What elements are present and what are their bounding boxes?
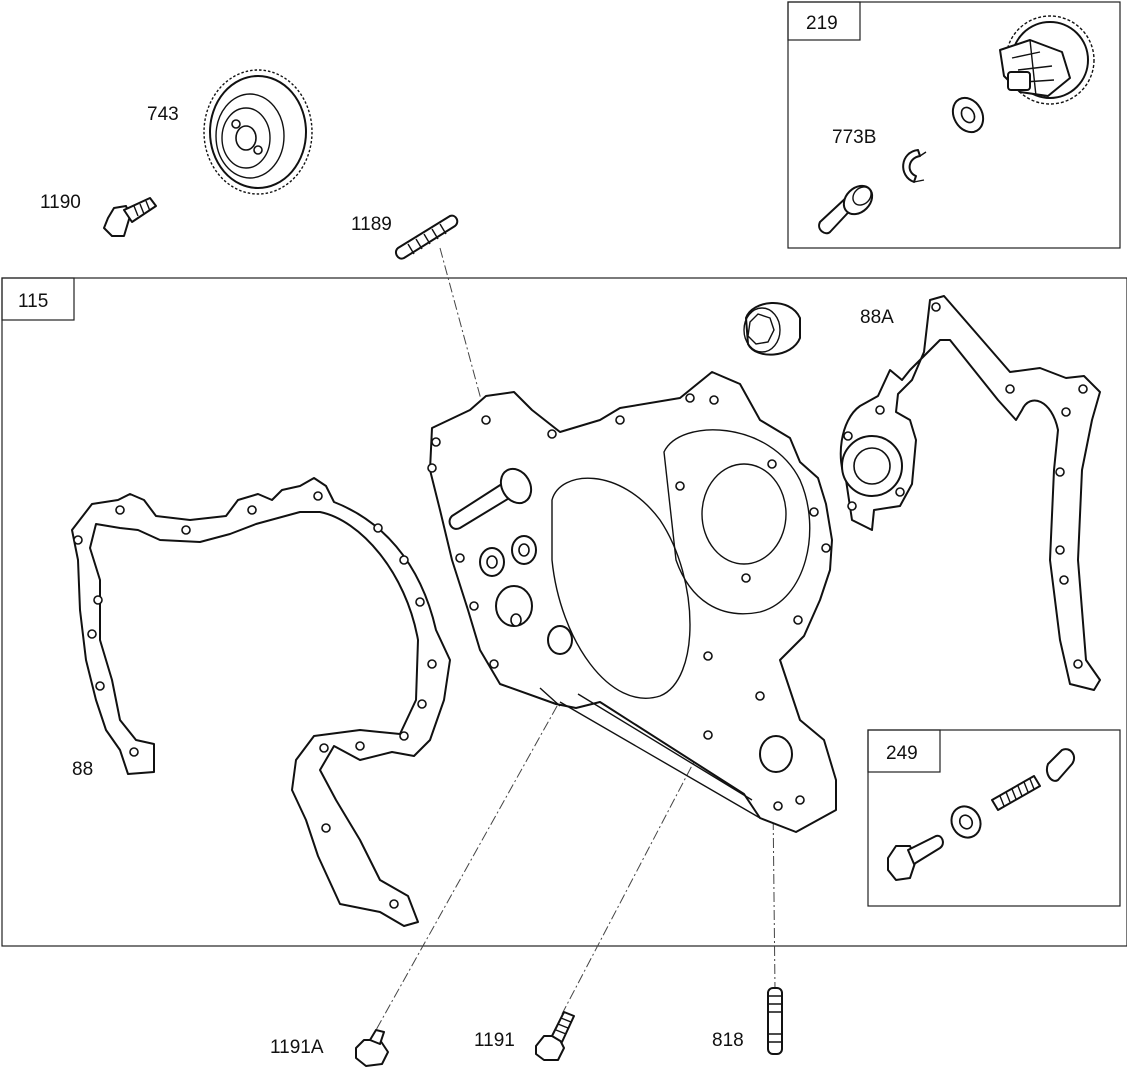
relief-valve-plunger[interactable] [1046, 748, 1076, 782]
box-115-label: 115 [18, 291, 48, 312]
cam-gear-743[interactable] [203, 69, 313, 195]
callout-88A: 88A [860, 307, 894, 328]
box-219-label: 219 [806, 13, 838, 34]
callout-1190: 1190 [40, 192, 81, 213]
box-115: 115 [1, 277, 1127, 947]
bolt-1190[interactable] [103, 197, 157, 237]
relief-valve-spring[interactable] [991, 775, 1041, 811]
gear-cover-plate[interactable] [427, 371, 837, 833]
callout-818: 818 [712, 1030, 744, 1051]
box-249: 249 [867, 729, 1121, 907]
gasket-88[interactable] [71, 477, 451, 927]
governor-shaft[interactable] [818, 180, 878, 235]
callout-743: 743 [147, 104, 179, 125]
gasket-88A[interactable] [839, 295, 1101, 691]
relief-valve-plug[interactable] [887, 834, 944, 881]
callout-88: 88 [72, 759, 93, 780]
relief-valve-washer[interactable] [946, 801, 986, 843]
retaining-clip[interactable] [902, 149, 927, 183]
bolt-1191[interactable] [535, 1011, 575, 1061]
governor-gear[interactable] [999, 15, 1095, 105]
stud-1189[interactable] [394, 214, 459, 260]
bolt-1191A[interactable] [355, 1029, 389, 1067]
box-219: 219 773B [787, 1, 1121, 249]
callout-1191: 1191 [474, 1030, 515, 1051]
stud-818[interactable] [767, 987, 783, 1055]
box-249-label: 249 [886, 743, 918, 764]
callout-1189: 1189 [351, 214, 392, 235]
callout-773B: 773B [832, 127, 876, 148]
washer[interactable] [947, 92, 989, 137]
oil-seal[interactable] [743, 302, 801, 356]
callout-1191A: 1191A [270, 1037, 324, 1058]
